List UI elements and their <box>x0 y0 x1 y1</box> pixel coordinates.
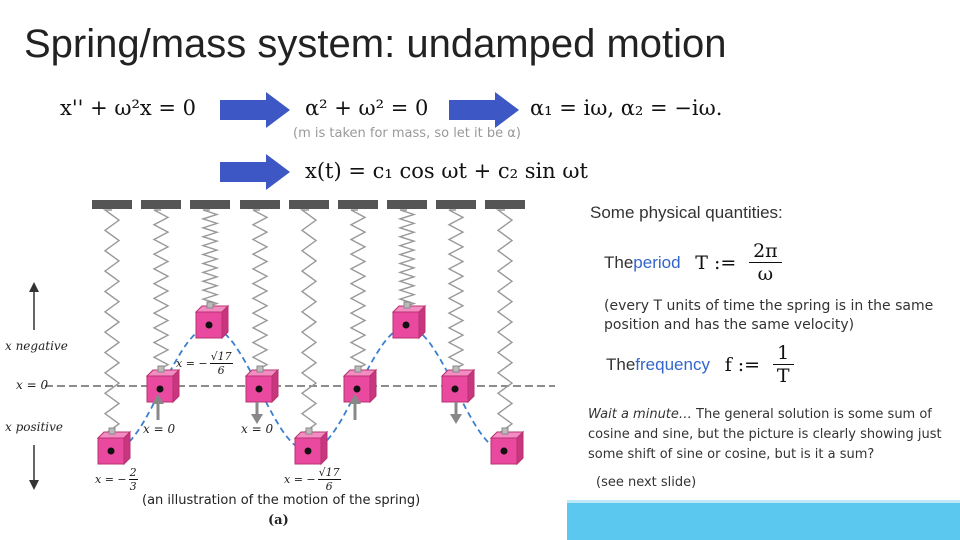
right-arrow-icon <box>220 154 290 190</box>
frequency-definition: The frequency f := 1 T <box>606 342 794 387</box>
frequency-fraction: 1 T <box>772 342 794 387</box>
ceiling-mount <box>240 200 280 209</box>
next-slide-note: (see next slide) <box>596 475 697 490</box>
ceiling-mount <box>387 200 427 209</box>
period-prefix: The <box>604 252 634 272</box>
down-arrow-icon <box>29 445 39 490</box>
mass-block-icon <box>96 427 132 466</box>
period-word: period <box>633 252 681 272</box>
label-neg-sqrt-den: 6 <box>217 364 225 377</box>
frequency-word: frequency <box>635 354 710 374</box>
slide-title: Spring/mass system: undamped motion <box>24 22 727 66</box>
axis-zero-label: x = 0 <box>16 378 49 392</box>
remark-text1: The general solution is some sum of <box>691 407 932 422</box>
right-arrow-icon <box>220 92 290 128</box>
mass-block-icon <box>194 301 230 340</box>
ceiling-mount <box>289 200 329 209</box>
remark-line1: Wait a minute… The general solution is s… <box>588 407 932 422</box>
up-arrow-icon <box>152 394 164 420</box>
ceiling-mount <box>92 200 132 209</box>
spring-icon <box>397 209 417 309</box>
ceiling-mount <box>436 200 476 209</box>
characteristic-equation: α² + ω² = 0 <box>305 96 429 120</box>
spring-icon <box>349 209 367 373</box>
axis-positive-label: x positive <box>5 420 64 434</box>
remark-lead: Wait a minute… <box>588 407 692 422</box>
ceiling-mount <box>190 200 230 209</box>
ceiling-mount <box>338 200 378 209</box>
remark-line3: some shift of sine or cosine, but is it … <box>588 447 875 462</box>
footer-accent-stripe <box>567 500 960 503</box>
spring-icon <box>152 209 170 373</box>
mass-block-icon <box>489 427 525 466</box>
label-start-den: 3 <box>129 480 137 493</box>
up-arrow-icon <box>349 394 361 420</box>
mass-block-icon <box>391 301 427 340</box>
footer-accent-bar <box>567 500 960 540</box>
down-arrow-icon <box>251 402 263 424</box>
frequency-numerator: 1 <box>772 342 794 365</box>
period-note-line2: position and has the same velocity) <box>604 317 855 333</box>
mass-note: (m is taken for mass, so let it be α) <box>293 126 521 141</box>
spring-icon <box>251 209 269 373</box>
figure-caption: (an illustration of the motion of the sp… <box>142 493 421 508</box>
label-pos-sqrt-num: √17 <box>317 466 341 480</box>
remark-line2: cosine and sine, but the picture is clea… <box>588 427 942 442</box>
frequency-denominator: T <box>776 365 790 387</box>
spring-icon <box>102 209 121 435</box>
mass-block-icon <box>440 365 476 404</box>
period-definition: The period T := 2π ω <box>604 240 782 285</box>
spring-icon <box>447 209 465 373</box>
period-note-line1: (every T units of time the spring is in … <box>604 298 934 314</box>
ceiling-mount <box>485 200 525 209</box>
label-x0-a: x = 0 <box>143 422 176 436</box>
down-arrow-icon <box>450 402 462 424</box>
mass-block-icon <box>244 365 280 404</box>
panel-label: (a) <box>268 513 289 528</box>
mass-block-icon <box>145 365 181 404</box>
period-fraction: 2π ω <box>749 240 782 285</box>
label-start-prefix: x = − <box>95 473 127 486</box>
label-start-num: 2 <box>128 466 138 480</box>
ode-equation: x'' + ω²x = 0 <box>60 96 197 120</box>
period-lhs: T := <box>695 251 737 274</box>
right-arrow-icon <box>449 92 519 128</box>
label-neg-sqrt-prefix: x = − <box>176 357 208 370</box>
mass-block-icon <box>342 365 378 404</box>
mass-block-icon <box>293 427 329 466</box>
period-denominator: ω <box>757 263 774 285</box>
label-x0-b: x = 0 <box>241 422 274 436</box>
spring-icon <box>200 209 220 309</box>
frequency-prefix: The <box>606 354 636 374</box>
roots-equation: α₁ = iω, α₂ = −iω. <box>530 96 723 120</box>
spring-figure <box>29 200 555 490</box>
label-pos-sqrt-den: 6 <box>325 480 333 493</box>
period-numerator: 2π <box>749 240 782 263</box>
spring-icon <box>495 209 514 435</box>
label-pos-sqrt-prefix: x = − <box>284 473 316 486</box>
general-solution: x(t) = c₁ cos ωt + c₂ sin ωt <box>305 159 588 183</box>
spring-icon <box>299 209 318 435</box>
quantities-heading: Some physical quantities: <box>590 203 783 222</box>
axis-negative-label: x negative <box>5 339 68 353</box>
ceiling-mount <box>141 200 181 209</box>
label-neg-sqrt-num: √17 <box>209 350 233 364</box>
frequency-lhs: f := <box>724 353 761 376</box>
up-arrow-icon <box>29 282 39 330</box>
